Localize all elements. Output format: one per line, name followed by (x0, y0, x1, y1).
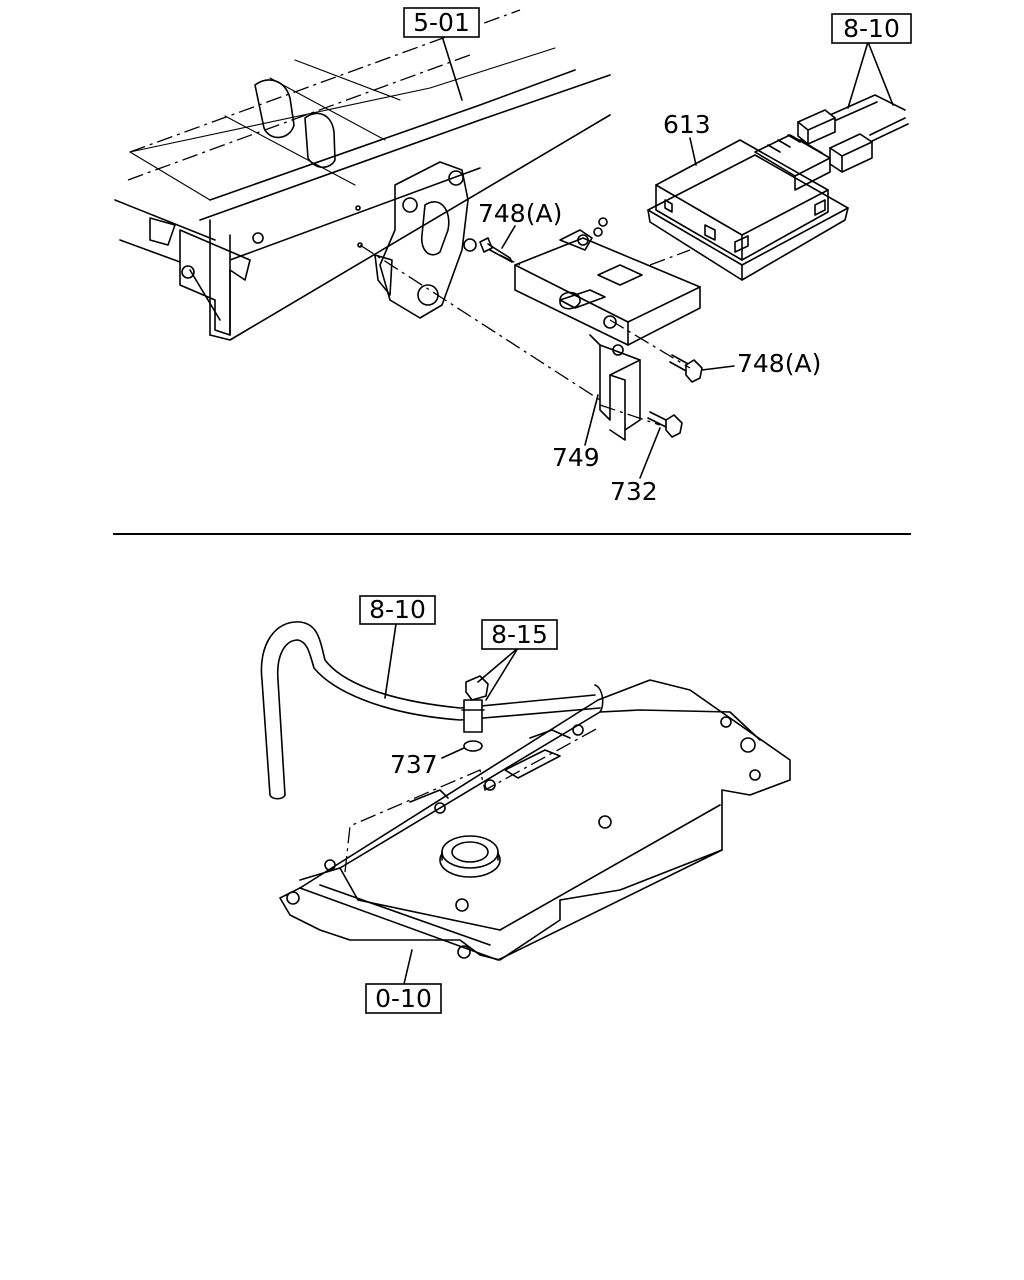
hose-drawing (260, 621, 604, 800)
part-label-737: 737 (390, 750, 438, 779)
ref-box-8-15: 8-15 (481, 619, 558, 650)
ref-label-8-10-upper: 8-10 (843, 14, 900, 43)
bolt-748a-right-drawing (669, 354, 703, 383)
part-label-732: 732 (610, 477, 658, 506)
bolt-732-drawing (647, 411, 683, 438)
leader-8-15-a (477, 647, 519, 683)
harness-connectors-drawing (797, 94, 909, 173)
assembly-line-3 (599, 404, 661, 426)
ref-box-0-10: 0-10 (365, 983, 442, 1014)
upper-view: 5-01 8-10 613 748(A) 748(A) 749 732 (114, 7, 912, 506)
leader-748a-upper (501, 225, 516, 249)
frame-rail-drawing (114, 9, 611, 341)
leader-8-10-lower (384, 623, 397, 699)
leader-8-10-upper-a (847, 41, 869, 109)
leader-732 (639, 427, 661, 479)
assembly-line-1 (359, 244, 601, 401)
assembly-line-4 (499, 254, 521, 266)
washer-drawing (463, 740, 483, 752)
ref-box-8-10-upper: 8-10 (831, 13, 912, 44)
leader-0-10 (403, 949, 413, 985)
ref-box-5-01: 5-01 (403, 7, 480, 38)
assembly-line-2 (609, 319, 691, 369)
leader-5-01 (441, 35, 463, 101)
leader-613 (689, 137, 697, 166)
leader-8-10-upper-b (867, 41, 894, 106)
assembly-line-5 (649, 249, 691, 266)
leader-749 (584, 394, 599, 446)
part-label-613: 613 (663, 110, 711, 139)
clip-drawing (461, 675, 489, 733)
mounting-bracket-drawing (514, 217, 701, 441)
leader-748a-right (701, 365, 735, 371)
ref-label-0-10: 0-10 (375, 984, 432, 1013)
lower-view: 8-10 8-15 737 0-10 (260, 595, 791, 1014)
ref-label-5-01: 5-01 (413, 8, 470, 37)
part-label-748a-upper: 748(A) (478, 199, 562, 228)
part-label-749: 749 (552, 443, 600, 472)
tank-drawing (279, 679, 791, 961)
controller-box-drawing (647, 134, 849, 281)
ref-label-8-15: 8-15 (491, 620, 548, 649)
leader-8-15-b (485, 647, 519, 701)
part-label-748a-right: 748(A) (737, 349, 821, 378)
ref-box-8-10-lower: 8-10 (359, 595, 436, 625)
ref-label-8-10-lower: 8-10 (369, 595, 426, 624)
leader-737 (441, 747, 465, 759)
